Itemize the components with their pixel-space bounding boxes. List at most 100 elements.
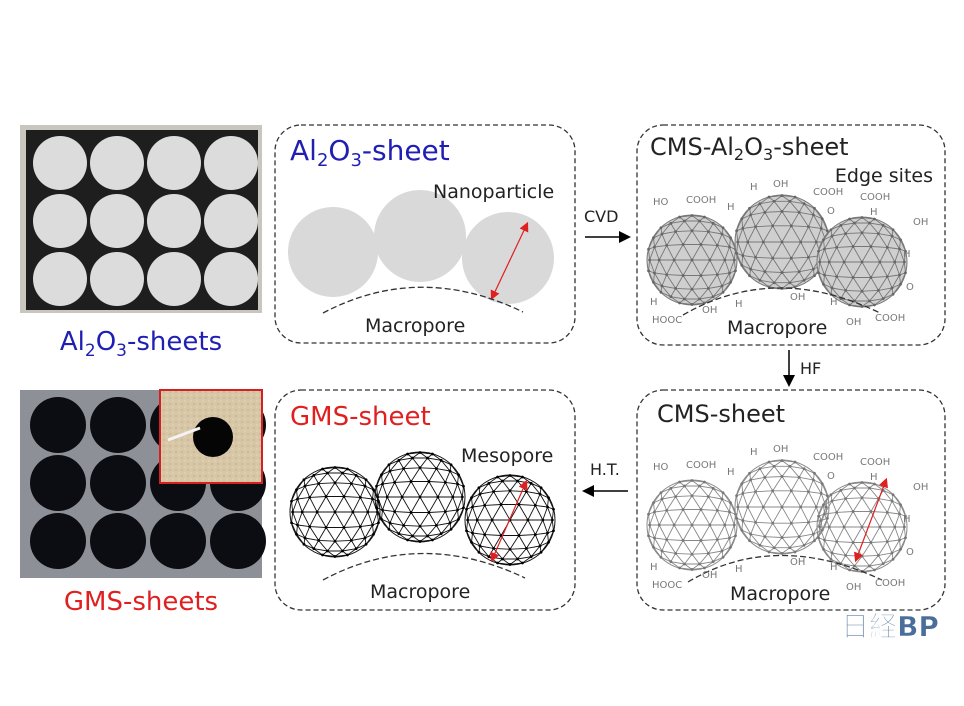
carbon-atom xyxy=(860,305,864,308)
carbon-atom xyxy=(657,258,661,262)
carbon-atom xyxy=(342,495,346,498)
cvd-label: CVD xyxy=(584,207,618,226)
carbon-atom xyxy=(350,539,353,542)
carbon-atom xyxy=(456,482,459,486)
carbon-atom xyxy=(508,474,512,477)
carbon-atom xyxy=(312,547,316,551)
carbon-atom xyxy=(780,505,784,509)
carbon-atom xyxy=(324,495,328,498)
carbon-atom xyxy=(860,231,864,235)
carbon-atom xyxy=(418,466,422,470)
carbon-atom xyxy=(848,568,851,572)
carbon-atom xyxy=(647,534,650,538)
carbon-atom xyxy=(728,536,731,540)
carbon-atom xyxy=(711,486,715,490)
carbon-atom xyxy=(699,274,703,277)
carbon-atom xyxy=(435,467,438,470)
functional-group-label: O xyxy=(906,282,914,293)
functional-group-label: COOH xyxy=(813,452,843,463)
carbon-atom xyxy=(898,273,901,277)
carbon-atom xyxy=(358,495,362,499)
carbon-atom xyxy=(375,484,378,488)
carbon-atom xyxy=(660,232,664,236)
carbon-atom xyxy=(813,539,816,543)
carbon-atom xyxy=(741,227,745,230)
carbon-atom xyxy=(735,229,738,233)
carbon-atom xyxy=(296,523,299,527)
functional-group-label: H xyxy=(650,297,658,308)
carbon-atom xyxy=(780,552,784,555)
alumina-disc xyxy=(204,136,258,190)
carbon-atom xyxy=(711,221,715,225)
gms-sheets-label: GMS-sheets xyxy=(64,587,218,617)
gms-disc xyxy=(30,513,86,569)
carbon-atom xyxy=(290,499,293,503)
carbon-atom xyxy=(387,527,391,531)
carbon-atom xyxy=(851,541,855,544)
carbon-atom xyxy=(477,486,481,490)
carbon-atom xyxy=(477,550,481,554)
functional-group-label: OH xyxy=(790,557,805,568)
carbon-atom xyxy=(772,464,776,468)
carbon-atom xyxy=(797,210,801,214)
carbon-atom xyxy=(824,505,828,509)
functional-group-label: OH xyxy=(846,317,861,328)
carbon-atom xyxy=(860,289,864,293)
carbon-atom xyxy=(741,492,745,495)
carbon-atom xyxy=(707,230,710,233)
nanoparticle xyxy=(374,190,466,282)
carbon-atom xyxy=(746,240,750,244)
functional-group-label: H xyxy=(735,564,743,575)
carbon-atom xyxy=(844,497,847,500)
carbon-atom xyxy=(822,238,825,242)
carbon-atom xyxy=(822,503,825,507)
carbon-atom xyxy=(333,539,337,543)
carbon-atom xyxy=(729,236,732,240)
hf-label: HF xyxy=(800,359,821,378)
carbon-atom xyxy=(471,505,474,509)
carbon-atom xyxy=(793,285,797,289)
carbon-atom xyxy=(842,260,846,264)
carbon-atom xyxy=(387,463,391,467)
carbon-atom xyxy=(683,297,686,301)
carbon-atom xyxy=(715,243,719,247)
functional-group-label: O xyxy=(827,471,835,482)
carbon-atom xyxy=(780,475,784,478)
carbon-atom xyxy=(462,506,465,510)
carbon-atom xyxy=(842,525,846,529)
gms-disc xyxy=(90,513,146,569)
carbon-atom xyxy=(460,495,464,499)
carbon-atom xyxy=(793,195,797,199)
carbon-atom xyxy=(788,464,792,468)
carbon-atom xyxy=(674,287,677,290)
functional-group-label: H xyxy=(750,447,758,458)
carbon-atom xyxy=(720,549,724,553)
carbon-atom xyxy=(647,269,650,273)
carbon-atom xyxy=(698,484,701,488)
carbon-atom xyxy=(902,260,906,264)
carbon-atom xyxy=(552,529,555,533)
carbon-atom xyxy=(538,544,542,548)
carbon-atom xyxy=(470,496,473,500)
carbon-atom xyxy=(681,243,685,246)
carbon-atom xyxy=(669,486,673,490)
carbon-atom xyxy=(780,271,784,274)
carbon-atom xyxy=(723,523,727,527)
carbon-atom xyxy=(735,251,738,255)
carbon-atom xyxy=(681,274,685,277)
carbon-atom xyxy=(448,521,452,525)
carbon-atom xyxy=(853,564,856,568)
carbon-atom xyxy=(771,521,775,525)
carbon-atom xyxy=(393,480,397,484)
carbon-atom xyxy=(406,452,409,456)
carbon-atom xyxy=(690,258,694,262)
carbon-atom xyxy=(758,543,762,547)
macropore-curve xyxy=(682,287,881,316)
carbon-atom xyxy=(381,482,384,486)
carbon-atom xyxy=(823,512,826,516)
carbon-atom xyxy=(303,484,307,488)
carbon-atom xyxy=(754,255,757,259)
carbon-atom xyxy=(797,270,801,274)
carbon-atom xyxy=(891,228,895,232)
carbon-atom xyxy=(818,260,822,264)
